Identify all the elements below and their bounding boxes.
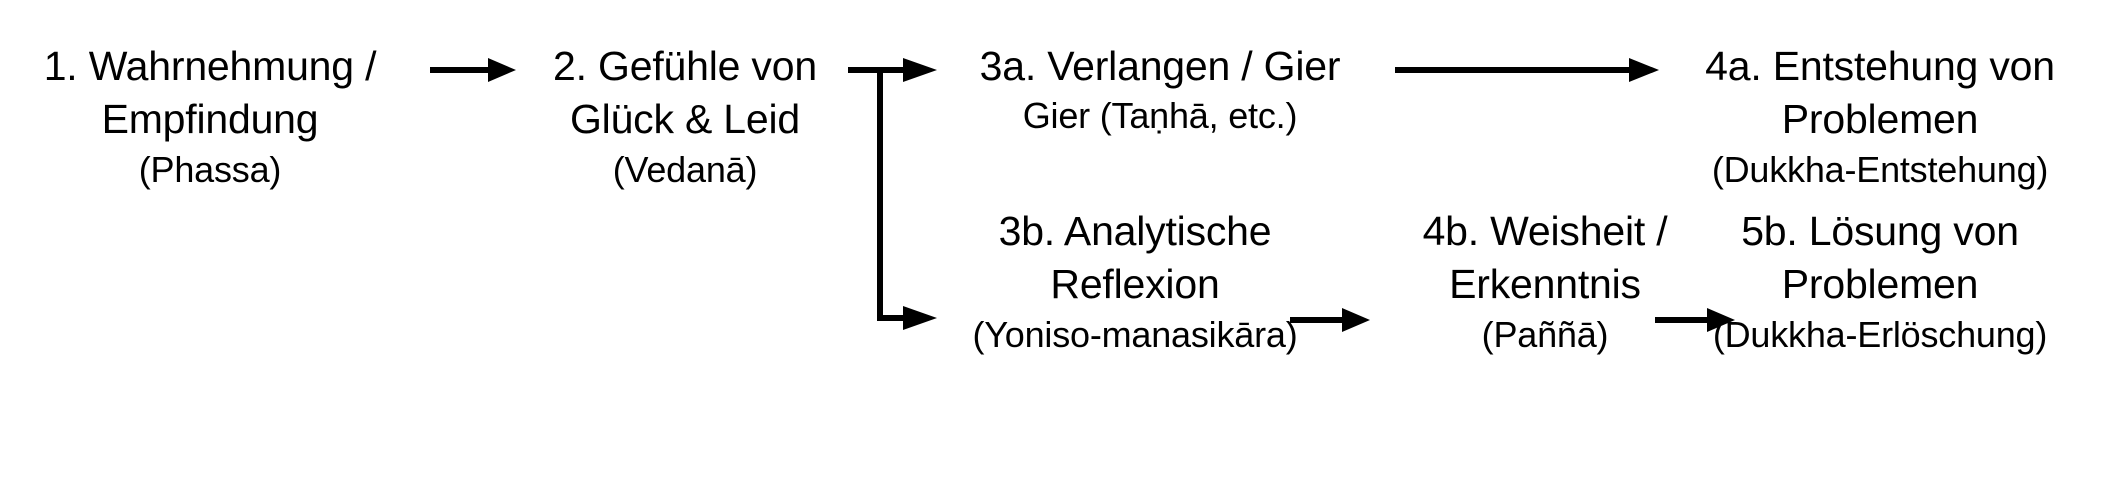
node-gefuehle-line-3: (Vedanā)	[612, 148, 758, 190]
node-reflexion-line-2: Reflexion	[1050, 261, 1220, 308]
node-loesung-line-3: (Dukkha-Erlöschung)	[1712, 313, 2048, 355]
node-reflexion-line-1: 3b. Analytische	[998, 208, 1272, 254]
node-wahrnehmung: 1. Wahrnehmung / Empfindung (Phassa)	[10, 40, 410, 193]
node-wahrnehmung-line-3: (Phassa)	[138, 148, 282, 190]
node-loesung-line-2: Problemen	[1781, 261, 1979, 308]
node-gefuehle: 2. Gefühle von Glück & Leid (Vedanā)	[525, 40, 845, 193]
node-reflexion-line-3: (Yoniso-manasikāra)	[972, 313, 1298, 355]
node-verlangen-gier-line-2: Gier (Taṇhā, etc.)	[1022, 95, 1298, 137]
node-analytische-reflexion: 3b. Analytische Reflexion (Yoniso-manasi…	[945, 205, 1325, 358]
node-entstehung-von-problemen: 4a. Entstehung von Problemen (Dukkha-Ent…	[1655, 40, 2105, 193]
node-gefuehle-line-2: Glück & Leid	[569, 96, 801, 143]
node-verlangen-gier: 3a. Verlangen / Gier Gier (Taṇhā, etc.)	[945, 40, 1375, 140]
node-loesung-line-1: 5b. Lösung von	[1741, 208, 2019, 254]
node-wahrnehmung-line-2: Empfindung	[101, 96, 319, 143]
node-weisheit-line-3: (Paññā)	[1481, 313, 1609, 355]
node-wahrnehmung-line-1: 1. Wahrnehmung /	[43, 43, 377, 89]
arrow-reflexion-to-weisheit-icon	[1290, 308, 1370, 332]
node-weisheit-erkenntnis: 4b. Weisheit / Erkenntnis (Paññā)	[1380, 205, 1710, 358]
node-loesung-von-problemen: 5b. Lösung von Problemen (Dukkha-Erlösch…	[1655, 205, 2105, 358]
node-verlangen-gier-line-1: 3a. Verlangen / Gier	[979, 43, 1341, 89]
node-weisheit-line-2: Erkenntnis	[1449, 261, 1641, 308]
branch-gefuehle-to-verlangen-and-reflexion-icon	[848, 58, 937, 330]
arrow-wahrnehmung-to-gefuehle-icon	[430, 58, 516, 82]
arrow-weisheit-to-loesung-icon	[1655, 308, 1735, 332]
arrow-verlangen-to-entstehung-icon	[1395, 58, 1659, 82]
node-weisheit-line-1: 4b. Weisheit /	[1422, 208, 1668, 254]
node-gefuehle-line-1: 2. Gefühle von	[553, 43, 817, 89]
node-entstehung-line-3: (Dukkha-Entstehung)	[1711, 148, 2049, 190]
node-entstehung-line-2: Problemen	[1781, 96, 1979, 143]
node-entstehung-line-1: 4a. Entstehung von	[1705, 43, 2055, 89]
